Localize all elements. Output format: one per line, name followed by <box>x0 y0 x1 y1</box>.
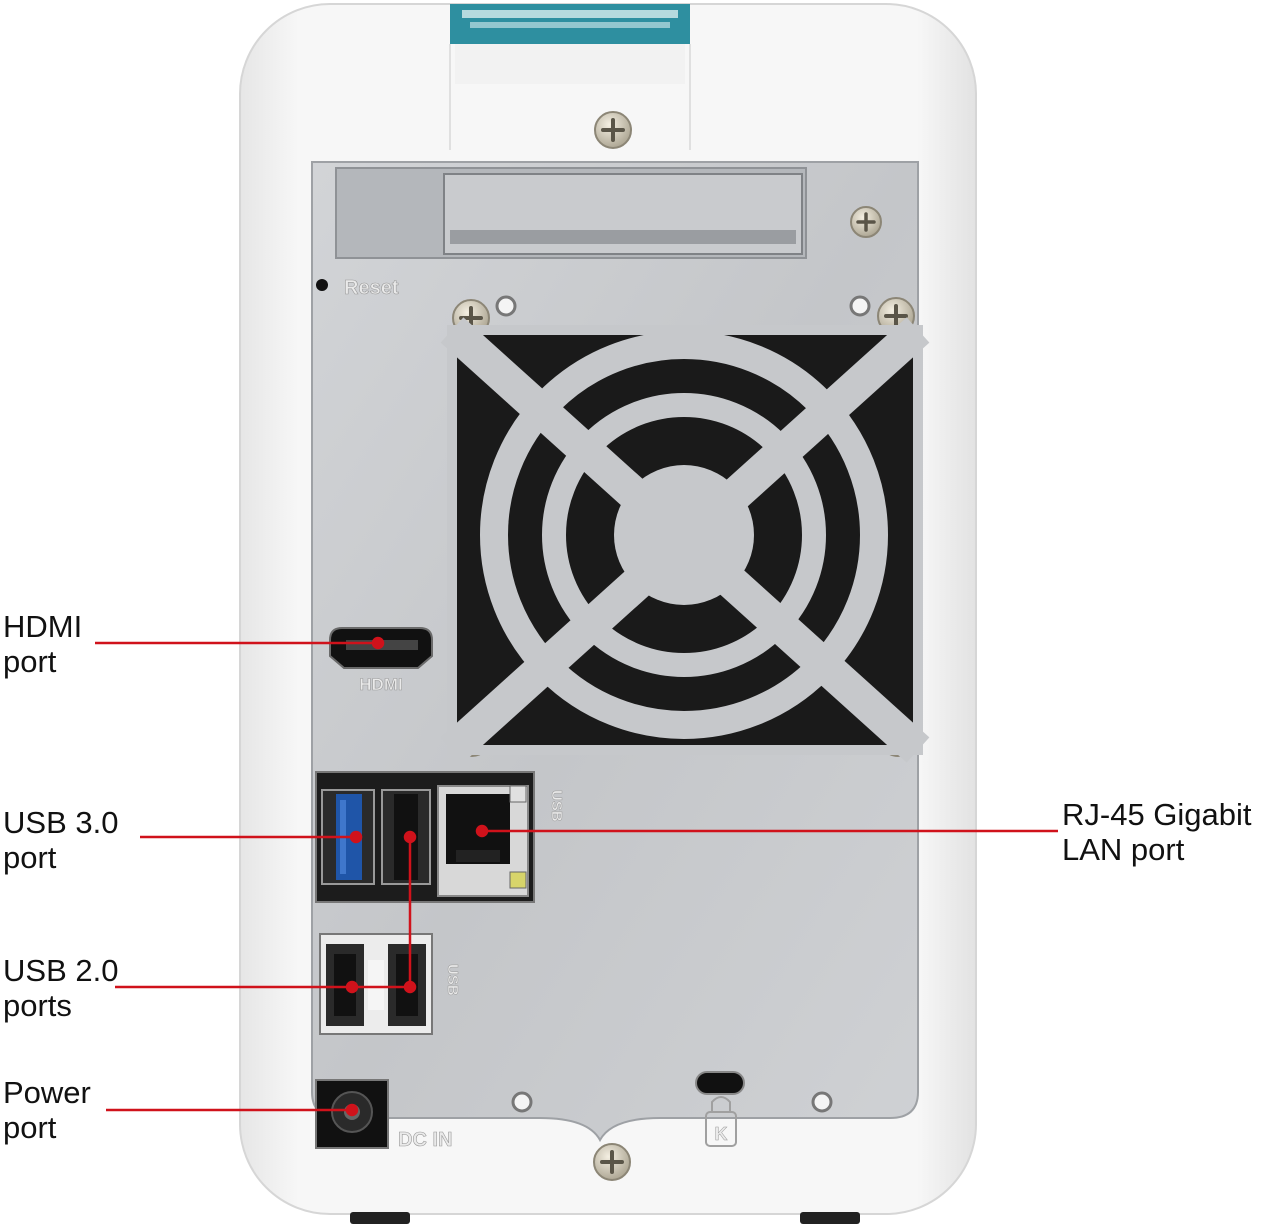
callout-power-line1: Power <box>3 1075 91 1110</box>
callout-dot-power <box>345 1103 359 1117</box>
callout-dot-usb3 <box>349 830 363 844</box>
fan-grille <box>440 317 930 763</box>
callout-label-power: Power port <box>3 1075 91 1145</box>
callout-usb3-line1: USB 3.0 <box>3 805 119 840</box>
dc-in-label: DC IN <box>398 1129 452 1151</box>
callout-hdmi-line1: HDMI <box>3 609 83 644</box>
callout-dot-hdmi <box>371 636 385 650</box>
callout-dot-lan <box>475 824 489 838</box>
callout-lan-line1: RJ-45 Gigabit <box>1062 797 1252 832</box>
callout-label-hdmi: HDMI port <box>3 609 82 679</box>
callout-power-line2: port <box>3 1110 57 1145</box>
screw-corner-top-right <box>850 206 882 238</box>
rj45-lan-port <box>437 785 529 897</box>
callout-hdmi-line2: port <box>3 644 57 679</box>
top-screw <box>594 111 632 149</box>
screw-bottom-center <box>593 1143 631 1181</box>
callout-dot-usb-top <box>403 830 417 844</box>
callout-label-usb2: USB 2.0 ports <box>3 953 118 1023</box>
callout-lan-line2: LAN port <box>1062 832 1185 867</box>
reset-button-area: Reset <box>316 277 399 299</box>
usb-2-port-block: USB <box>319 933 461 1035</box>
usb-label-top: USB <box>548 790 565 822</box>
callout-usb2-line2: ports <box>3 988 72 1023</box>
reset-pinhole <box>316 279 328 291</box>
usb-label-bottom: USB <box>444 964 461 996</box>
callout-lines <box>95 636 1058 1117</box>
reset-label: Reset <box>344 277 399 299</box>
callout-label-usb3: USB 3.0 port <box>3 805 118 875</box>
callout-label-lan: RJ-45 Gigabit LAN port <box>1062 797 1252 867</box>
kensington-lock-slot: K <box>695 1071 745 1147</box>
callout-usb2-line1: USB 2.0 <box>3 953 119 988</box>
lock-label: K <box>715 1124 728 1144</box>
hdmi-label: HDMI <box>359 675 402 694</box>
callout-usb3-line2: port <box>3 840 57 875</box>
callout-dot-usb2-left <box>345 980 359 994</box>
callout-dot-usb2-right <box>403 980 417 994</box>
